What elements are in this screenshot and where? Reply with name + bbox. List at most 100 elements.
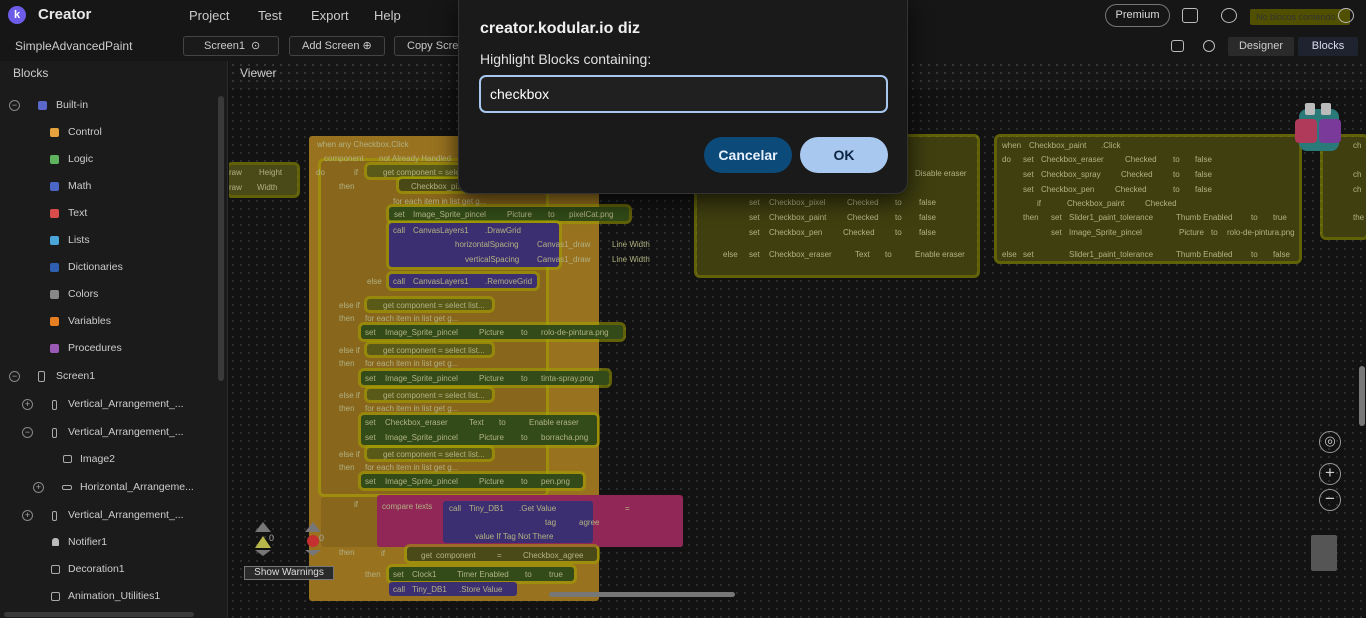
block-text: to bbox=[1173, 185, 1180, 194]
code-block[interactable] bbox=[1323, 137, 1366, 237]
tree-item-label: Variables bbox=[68, 315, 111, 327]
blocks-panel-hscrollbar[interactable] bbox=[4, 612, 194, 617]
block-text: to bbox=[525, 570, 532, 579]
tree-item-colors[interactable]: Colors bbox=[0, 281, 210, 308]
block-text: call bbox=[393, 277, 406, 286]
menu-project[interactable]: Project bbox=[189, 8, 230, 23]
code-block[interactable] bbox=[367, 344, 492, 355]
vertical-arrangement-icon bbox=[52, 400, 57, 410]
code-block[interactable] bbox=[361, 371, 609, 385]
block-text: pen.png bbox=[541, 477, 570, 486]
recenter-icon[interactable]: ◎ bbox=[1319, 431, 1341, 453]
account-icon[interactable] bbox=[1338, 8, 1354, 23]
tree-item-vertical-arrangement[interactable]: +Vertical_Arrangement_... bbox=[0, 502, 210, 529]
tree-item-variables[interactable]: Variables bbox=[0, 308, 210, 335]
block-text: get component = select list... bbox=[383, 346, 485, 355]
kodular-logo[interactable]: k bbox=[8, 6, 26, 24]
control-icon bbox=[50, 128, 59, 137]
block-text: do bbox=[1002, 155, 1011, 164]
block-text: to bbox=[895, 198, 902, 207]
collapse-toggle-icon[interactable]: − bbox=[9, 100, 20, 111]
tree-item-image2[interactable]: Image2 bbox=[0, 446, 210, 473]
block-text: agree bbox=[579, 518, 600, 527]
workspace-vscrollbar[interactable] bbox=[1359, 366, 1365, 426]
warning-icon[interactable] bbox=[253, 520, 273, 556]
checkbox-paint-click-block[interactable] bbox=[997, 137, 1299, 261]
block-text: then bbox=[339, 359, 355, 368]
highlight-search-chip: No blocos contendo bbox=[1250, 9, 1350, 25]
tinydb-getvalue-block[interactable] bbox=[443, 501, 593, 543]
call-removegrid-block[interactable] bbox=[389, 274, 537, 288]
block-text: Slider1_paint_tolerance bbox=[1069, 250, 1154, 259]
call-drawgrid-block[interactable] bbox=[389, 223, 559, 267]
community-icon[interactable] bbox=[1221, 8, 1237, 23]
tree-item-procedures[interactable]: Procedures bbox=[0, 335, 210, 362]
tree-item-built-in[interactable]: −Built-in bbox=[0, 92, 210, 119]
code-block[interactable] bbox=[367, 299, 492, 310]
block-text: component bbox=[324, 154, 364, 163]
tree-item-vertical-arrangement[interactable]: −Vertical_Arrangement_... bbox=[0, 419, 210, 446]
code-block[interactable] bbox=[367, 448, 492, 459]
screen-selector[interactable]: Screen1⊙ bbox=[183, 36, 279, 56]
expand-toggle-icon[interactable]: + bbox=[22, 399, 33, 410]
block-text: if bbox=[381, 549, 385, 558]
collapse-toggle-icon[interactable]: − bbox=[9, 371, 20, 382]
tree-item-horizontal-arrangement[interactable]: +Horizontal_Arrangeme... bbox=[0, 474, 210, 501]
block-text: Canvas1_draw bbox=[537, 240, 591, 249]
code-block[interactable] bbox=[407, 547, 597, 561]
ok-button[interactable]: OK bbox=[800, 137, 888, 173]
block-text: Width bbox=[257, 183, 278, 192]
premium-button[interactable]: Premium bbox=[1105, 4, 1170, 27]
tab-blocks[interactable]: Blocks bbox=[1298, 37, 1358, 56]
code-block[interactable] bbox=[229, 165, 297, 195]
tree-item-dictionaries[interactable]: Dictionaries bbox=[0, 254, 210, 281]
tab-designer[interactable]: Designer bbox=[1228, 37, 1294, 56]
gallery-icon[interactable] bbox=[1171, 40, 1184, 52]
tree-item-control[interactable]: Control bbox=[0, 119, 210, 146]
tree-item-screen1[interactable]: −Screen1 bbox=[0, 363, 210, 390]
block-text: to bbox=[1211, 228, 1218, 237]
cancel-button[interactable]: Cancelar bbox=[704, 137, 792, 173]
tree-item-math[interactable]: Math bbox=[0, 173, 210, 200]
code-block[interactable] bbox=[389, 567, 574, 581]
error-icon[interactable] bbox=[303, 520, 323, 556]
blocks-panel-scrollbar[interactable] bbox=[218, 96, 224, 381]
block-text: then bbox=[339, 404, 355, 413]
code-block[interactable] bbox=[389, 207, 629, 221]
settings-gear-icon[interactable] bbox=[1203, 40, 1215, 52]
zoom-in-icon[interactable]: + bbox=[1319, 463, 1341, 485]
menu-help[interactable]: Help bbox=[374, 8, 401, 23]
folder-add-icon[interactable] bbox=[1182, 8, 1198, 23]
menu-export[interactable]: Export bbox=[311, 8, 349, 23]
show-warnings-button[interactable]: Show Warnings bbox=[244, 566, 334, 580]
vertical-arrangement-icon bbox=[52, 511, 57, 521]
code-block[interactable] bbox=[361, 415, 597, 445]
tree-item-lists[interactable]: Lists bbox=[0, 227, 210, 254]
tree-item-animation-utilities1[interactable]: Animation_Utilities1 bbox=[0, 583, 210, 610]
tree-item-decoration1[interactable]: Decoration1 bbox=[0, 556, 210, 583]
code-block[interactable] bbox=[361, 474, 583, 488]
tree-item-logic[interactable]: Logic bbox=[0, 146, 210, 173]
add-screen-button[interactable]: Add Screen⊕ bbox=[289, 36, 385, 56]
collapse-toggle-icon[interactable]: − bbox=[22, 427, 33, 438]
block-text: set bbox=[1023, 155, 1034, 164]
menu-test[interactable]: Test bbox=[258, 8, 282, 23]
block-text: set bbox=[365, 433, 376, 442]
tinydb-storevalue-block[interactable] bbox=[389, 582, 517, 596]
trash-icon[interactable] bbox=[1311, 535, 1337, 571]
tree-item-vertical-arrangement[interactable]: +Vertical_Arrangement_... bbox=[0, 391, 210, 418]
expand-toggle-icon[interactable]: + bbox=[22, 510, 33, 521]
block-text: Height bbox=[259, 168, 283, 177]
tree-item-text[interactable]: Text bbox=[0, 200, 210, 227]
code-block[interactable] bbox=[367, 389, 492, 400]
backpack-icon[interactable] bbox=[1291, 101, 1347, 156]
expand-toggle-icon[interactable]: + bbox=[33, 482, 44, 493]
workspace-hscrollbar[interactable] bbox=[549, 592, 735, 597]
tree-item-notifier1[interactable]: Notifier1 bbox=[0, 529, 210, 556]
copy-screen-button[interactable]: Copy Scree bbox=[394, 36, 464, 56]
highlight-search-input[interactable] bbox=[479, 75, 888, 113]
zoom-out-icon[interactable]: − bbox=[1319, 489, 1341, 511]
block-text: pixelCat.png bbox=[569, 210, 614, 219]
code-block[interactable] bbox=[361, 325, 623, 339]
